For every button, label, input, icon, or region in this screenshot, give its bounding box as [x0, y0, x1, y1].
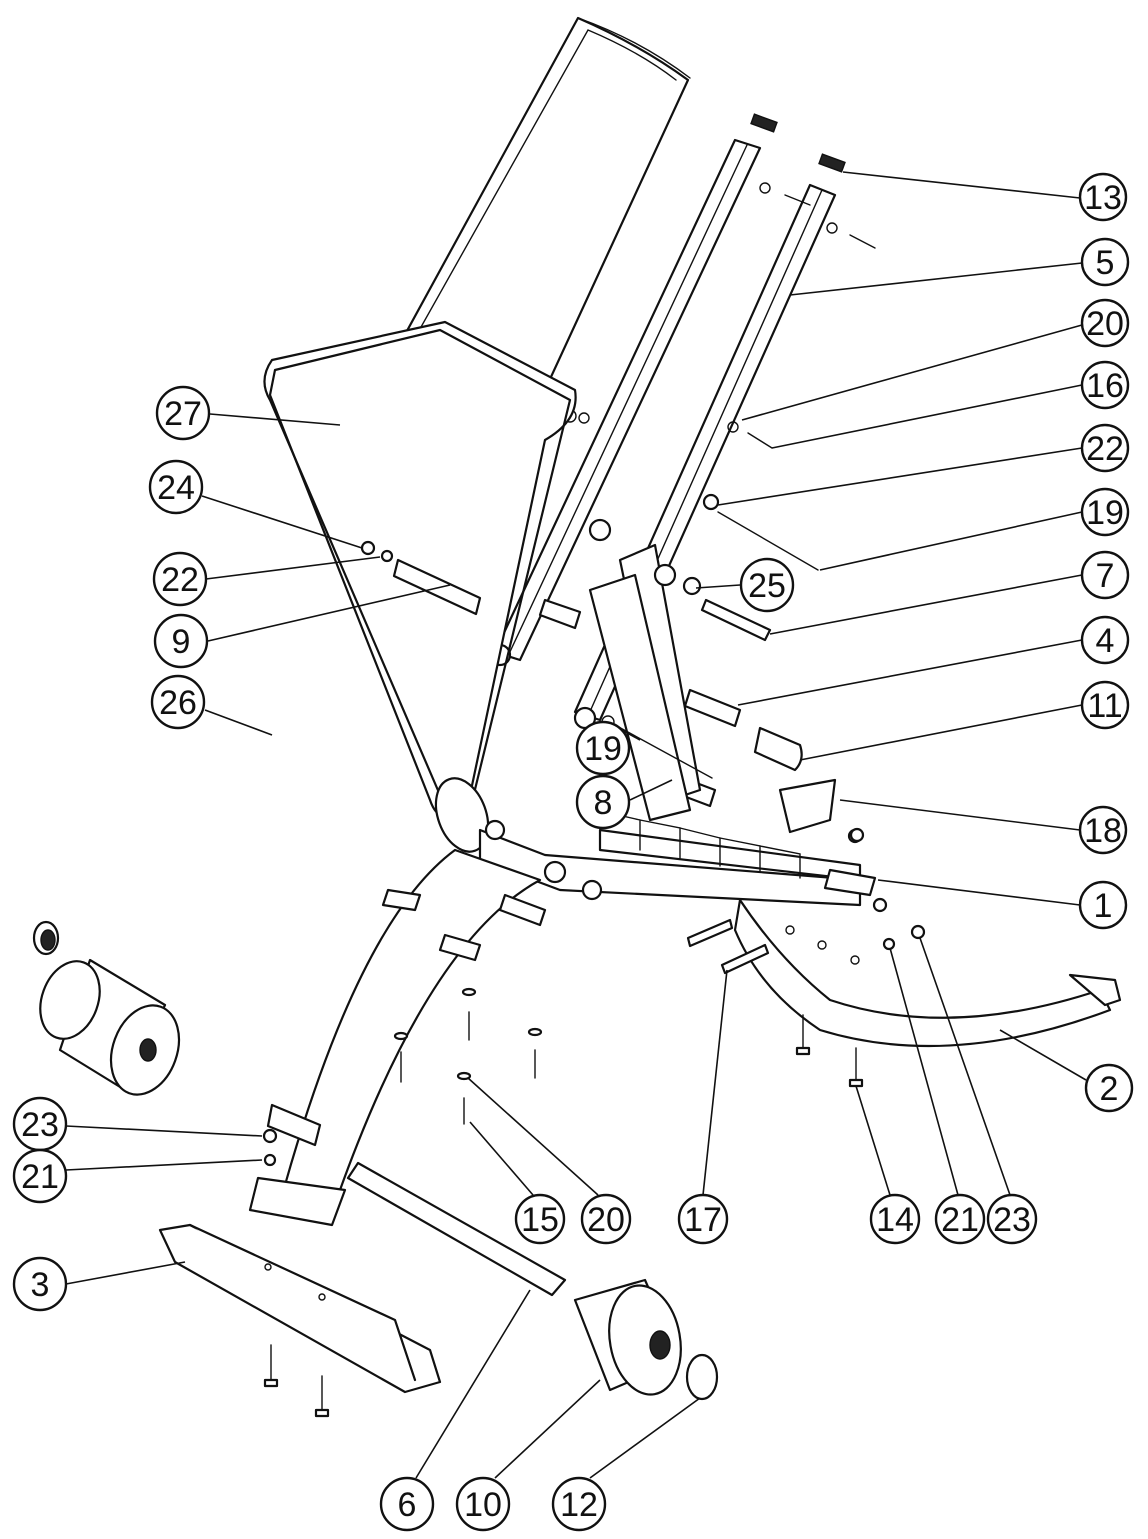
bolts	[262, 827, 926, 1167]
tube-6	[346, 1161, 567, 1297]
callout-10: 10	[455, 1476, 511, 1532]
rail-fasteners	[682, 182, 876, 596]
callout-24: 24	[148, 459, 204, 515]
callout-20: 20	[580, 1193, 632, 1245]
callout-23: 23	[12, 1096, 68, 1152]
svg-text:16: 16	[1086, 367, 1124, 405]
callout-19: 19	[1080, 487, 1130, 537]
svg-text:22: 22	[161, 561, 199, 599]
seat-support-linkage	[538, 518, 713, 822]
svg-text:23: 23	[21, 1106, 59, 1144]
callout-1: 1	[1078, 880, 1128, 930]
callout-21: 21	[934, 1193, 986, 1245]
callout-17: 17	[677, 1193, 729, 1245]
front-leg-tube	[248, 848, 547, 1227]
svg-text:19: 19	[584, 730, 622, 768]
callout-3: 3	[12, 1256, 68, 1312]
callout-22: 22	[1080, 423, 1130, 473]
svg-text:8: 8	[594, 784, 613, 822]
end-caps	[750, 113, 846, 173]
callout-9: 9	[153, 613, 209, 669]
svg-text:20: 20	[587, 1201, 625, 1239]
svg-text:22: 22	[1086, 430, 1124, 468]
callout-13: 13	[1078, 172, 1128, 222]
svg-text:6: 6	[398, 1486, 417, 1524]
svg-text:24: 24	[157, 469, 195, 507]
callout-23: 23	[986, 1193, 1038, 1245]
svg-text:13: 13	[1084, 179, 1122, 217]
callout-18: 18	[1078, 805, 1128, 855]
seat-pad	[263, 320, 577, 853]
callout-15: 15	[514, 1193, 566, 1245]
callout-4: 4	[1080, 615, 1130, 665]
callout-25: 25	[739, 557, 795, 613]
callout-21: 21	[12, 1148, 68, 1204]
svg-text:12: 12	[560, 1486, 598, 1524]
callout-26: 26	[150, 674, 206, 730]
roller-right	[573, 1278, 719, 1401]
callout-12: 12	[551, 1476, 607, 1532]
svg-text:26: 26	[159, 684, 197, 722]
rear-leg	[733, 898, 1122, 1048]
svg-text:17: 17	[684, 1201, 722, 1239]
svg-text:21: 21	[21, 1158, 59, 1196]
svg-text:14: 14	[876, 1201, 914, 1239]
svg-text:4: 4	[1096, 622, 1115, 660]
svg-text:18: 18	[1084, 812, 1122, 850]
svg-text:11: 11	[1087, 687, 1122, 725]
callout-22: 22	[152, 551, 208, 607]
callout-14: 14	[869, 1193, 921, 1245]
svg-text:3: 3	[31, 1266, 50, 1304]
svg-text:2: 2	[1100, 1070, 1119, 1108]
svg-text:19: 19	[1086, 494, 1124, 532]
svg-text:27: 27	[164, 395, 202, 433]
svg-text:25: 25	[748, 567, 786, 605]
callout-27: 27	[155, 385, 211, 441]
svg-text:21: 21	[941, 1201, 979, 1239]
svg-text:10: 10	[464, 1486, 502, 1524]
callout-5: 5	[1080, 237, 1130, 287]
pipe-9	[360, 540, 482, 616]
foot-crossbar	[158, 1223, 442, 1418]
callout-6: 6	[379, 1476, 435, 1532]
callout-19: 19	[575, 720, 631, 776]
roller-left	[32, 920, 181, 1096]
svg-text:9: 9	[172, 623, 191, 661]
svg-text:1: 1	[1094, 887, 1113, 925]
svg-text:7: 7	[1096, 557, 1115, 595]
callout-8: 8	[575, 774, 631, 830]
callout-11: 11	[1080, 680, 1130, 730]
leader-lines	[65, 171, 1087, 1479]
callout-20: 20	[1080, 298, 1130, 348]
svg-text:23: 23	[993, 1201, 1031, 1239]
svg-text:15: 15	[521, 1201, 559, 1239]
svg-text:5: 5	[1096, 244, 1115, 282]
callout-7: 7	[1080, 550, 1130, 600]
callout-16: 16	[1080, 360, 1130, 410]
callout-2: 2	[1084, 1063, 1134, 1113]
svg-text:20: 20	[1086, 305, 1124, 343]
